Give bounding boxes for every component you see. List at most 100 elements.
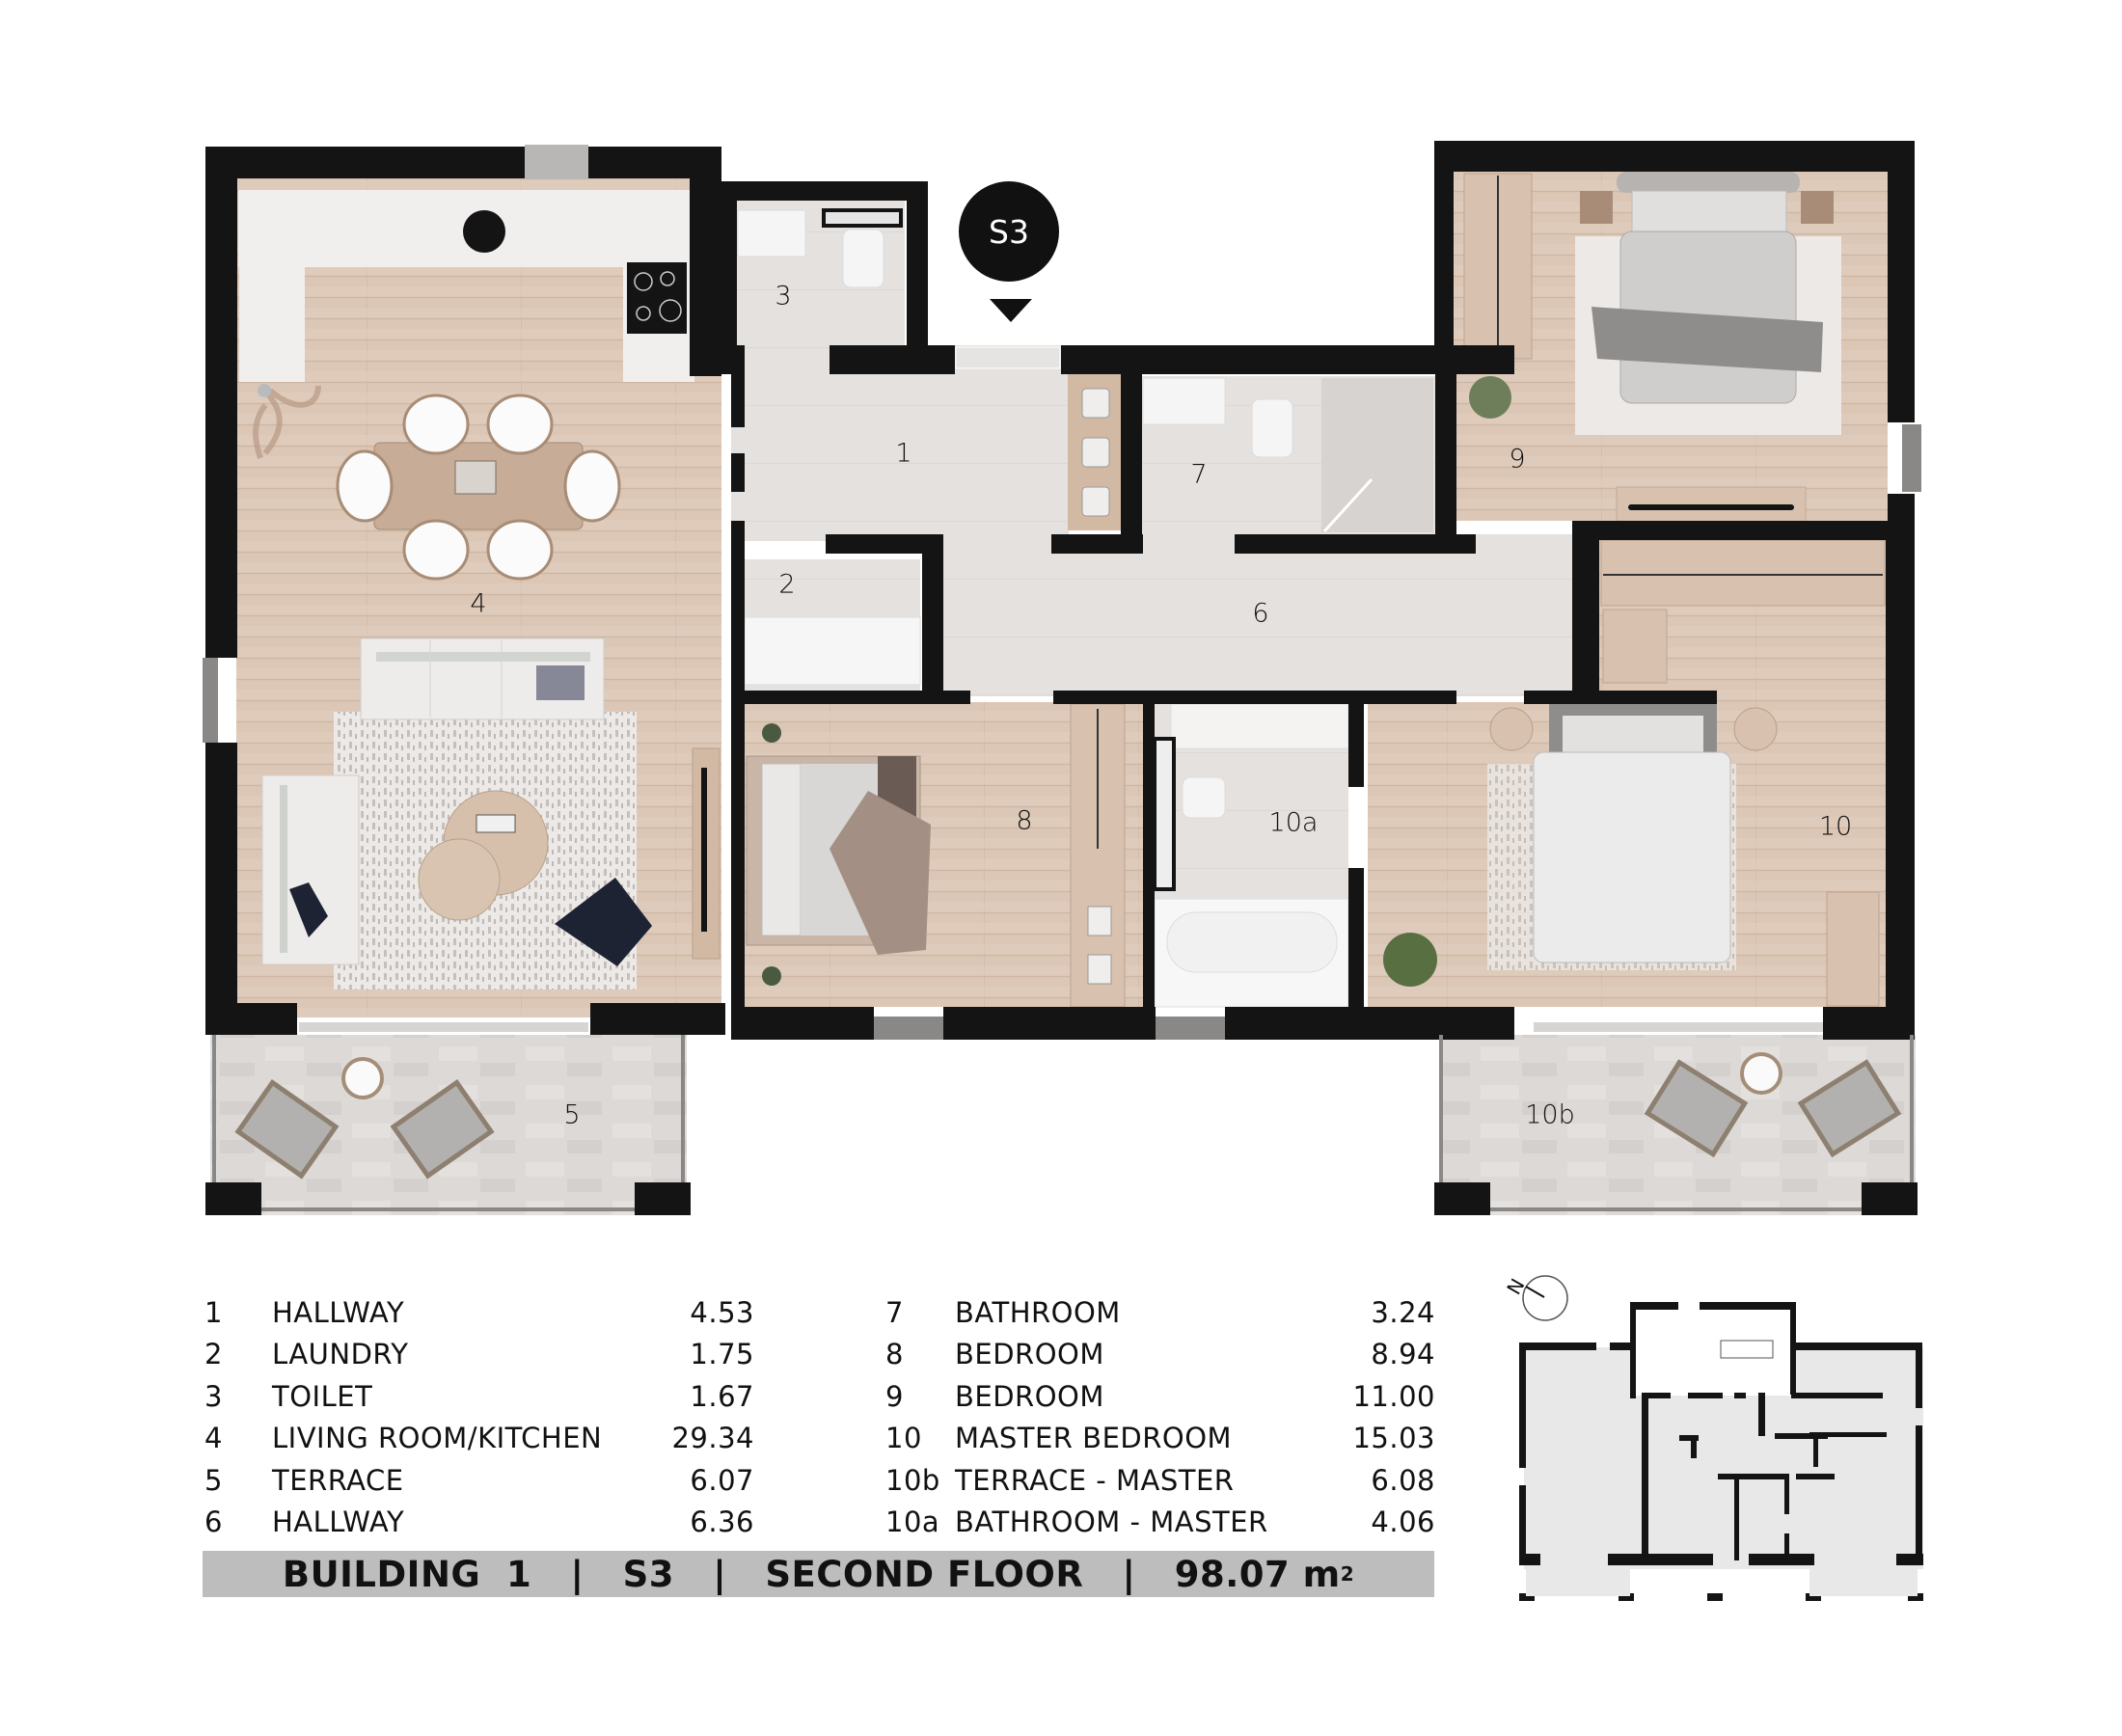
down-triangle-icon xyxy=(990,299,1032,322)
nightstand-right xyxy=(1801,191,1834,224)
banner-area-superscript: 2 xyxy=(1340,1562,1355,1586)
toilet-3-wc xyxy=(842,229,884,288)
legend-num: 6 xyxy=(204,1505,223,1538)
room-label-4: 4 xyxy=(470,588,487,619)
toilet-3-sink xyxy=(737,209,806,258)
legend-area: 11.00 xyxy=(1352,1379,1435,1413)
legend-name: BEDROOM xyxy=(955,1338,1104,1371)
legend-row: 9 BEDROOM 11.00 xyxy=(885,1376,1435,1418)
banner-total-area: 98.07 m xyxy=(1174,1553,1341,1595)
legend-name: BEDROOM xyxy=(955,1379,1104,1413)
terrace-10b-glass xyxy=(1534,1022,1823,1032)
room-label-8: 8 xyxy=(1016,805,1033,836)
legend-name: HALLWAY xyxy=(272,1296,405,1329)
legend-num: 4 xyxy=(204,1422,223,1455)
legend-area: 4.06 xyxy=(1371,1505,1435,1538)
armchair-navy xyxy=(555,878,652,966)
key-plan xyxy=(1519,1275,1923,1601)
coffee-tables xyxy=(418,790,549,921)
legend-area: 29.34 xyxy=(671,1422,754,1455)
room-label-2: 2 xyxy=(778,569,796,600)
legend-area: 15.03 xyxy=(1352,1422,1435,1455)
legend-name: TERRACE - MASTER xyxy=(955,1463,1235,1497)
entrance-door xyxy=(955,346,1061,369)
wc-10a xyxy=(1182,776,1226,819)
legend-area: 6.08 xyxy=(1371,1463,1435,1497)
legend-area: 1.75 xyxy=(690,1338,754,1371)
unit-marker-label: S3 xyxy=(989,212,1029,251)
legend-row: 1 HALLWAY 4.53 xyxy=(204,1292,754,1334)
banner-separator: | xyxy=(713,1553,727,1595)
legend-num: 1 xyxy=(204,1296,223,1329)
legend-num: 10b xyxy=(885,1463,940,1497)
terrace-5-glass xyxy=(299,1022,588,1032)
legend-area: 6.36 xyxy=(690,1505,754,1538)
plant-icon xyxy=(253,383,321,459)
legend-row: 6 HALLWAY 6.36 xyxy=(204,1502,754,1543)
window-top-kitchen xyxy=(525,145,588,179)
legend-num: 9 xyxy=(885,1379,904,1413)
terrace-chairs xyxy=(234,1057,495,1180)
legend-name: MASTER BEDROOM xyxy=(955,1422,1233,1455)
walls xyxy=(203,141,1918,1215)
plant-icon xyxy=(1383,933,1437,987)
bed-9 xyxy=(1592,172,1823,404)
bathroom-7-wc xyxy=(1251,398,1293,458)
banner-unit: S3 xyxy=(622,1553,675,1595)
compass-icon xyxy=(1522,1275,1568,1321)
banner-separator: | xyxy=(570,1553,585,1595)
room-label-1: 1 xyxy=(895,438,912,469)
legend-name: LAUNDRY xyxy=(272,1338,409,1371)
vanity-10a xyxy=(1170,703,1349,749)
legend-num: 2 xyxy=(204,1338,223,1371)
terrace-10b-chairs xyxy=(1644,1052,1902,1158)
bathroom-7-sink xyxy=(1142,377,1226,425)
legend-name: LIVING ROOM/KITCHEN xyxy=(272,1422,603,1455)
legend-row: 4 LIVING ROOM/KITCHEN 29.34 xyxy=(204,1418,754,1459)
room-label-6: 6 xyxy=(1252,598,1269,629)
plant-icon xyxy=(762,723,781,743)
plant-icon xyxy=(1469,376,1511,419)
walk-in-rail xyxy=(1600,539,1886,607)
window-8-bottom xyxy=(874,1017,943,1040)
legend-row: 10a BATHROOM - MASTER 4.06 xyxy=(885,1502,1435,1543)
legend-row: 2 LAUNDRY 1.75 xyxy=(204,1334,754,1375)
legend-name: BATHROOM - MASTER xyxy=(955,1505,1268,1538)
legend-area: 8.94 xyxy=(1371,1338,1435,1371)
cooktop xyxy=(627,262,687,334)
legend-name: BATHROOM xyxy=(955,1296,1121,1329)
legend-num: 10 xyxy=(885,1422,922,1455)
legend-area: 4.53 xyxy=(690,1296,754,1329)
banner-building: BUILDING 1 xyxy=(282,1553,532,1595)
legend-row: 10 MASTER BEDROOM 15.03 xyxy=(885,1418,1435,1459)
legend-name: HALLWAY xyxy=(272,1505,405,1538)
nightstand-left xyxy=(1580,191,1613,224)
nightstand-left-10 xyxy=(1489,707,1534,751)
shower-area xyxy=(1321,378,1433,532)
hallway-6-floor xyxy=(940,534,1582,696)
room-label-10: 10 xyxy=(1818,811,1853,842)
plant-icon xyxy=(762,966,781,986)
dining-set xyxy=(336,393,621,581)
legend-name: TERRACE xyxy=(272,1463,404,1497)
armchair-sofa-left xyxy=(261,774,360,965)
legend-num: 10a xyxy=(885,1505,940,1538)
sofa xyxy=(360,637,605,720)
bed-8 xyxy=(746,755,931,955)
kitchen-sink xyxy=(463,210,505,253)
kitchen-counter-left xyxy=(239,266,305,382)
hallway-1-floor xyxy=(731,345,1069,541)
washer-dryer xyxy=(744,616,921,686)
legend-num: 7 xyxy=(885,1296,904,1329)
legend-num: 3 xyxy=(204,1379,223,1413)
banner-separator: | xyxy=(1122,1553,1136,1595)
banner-floor: SECOND FLOOR xyxy=(765,1553,1084,1595)
legend-num: 5 xyxy=(204,1463,223,1497)
window-9-right xyxy=(1902,424,1921,492)
